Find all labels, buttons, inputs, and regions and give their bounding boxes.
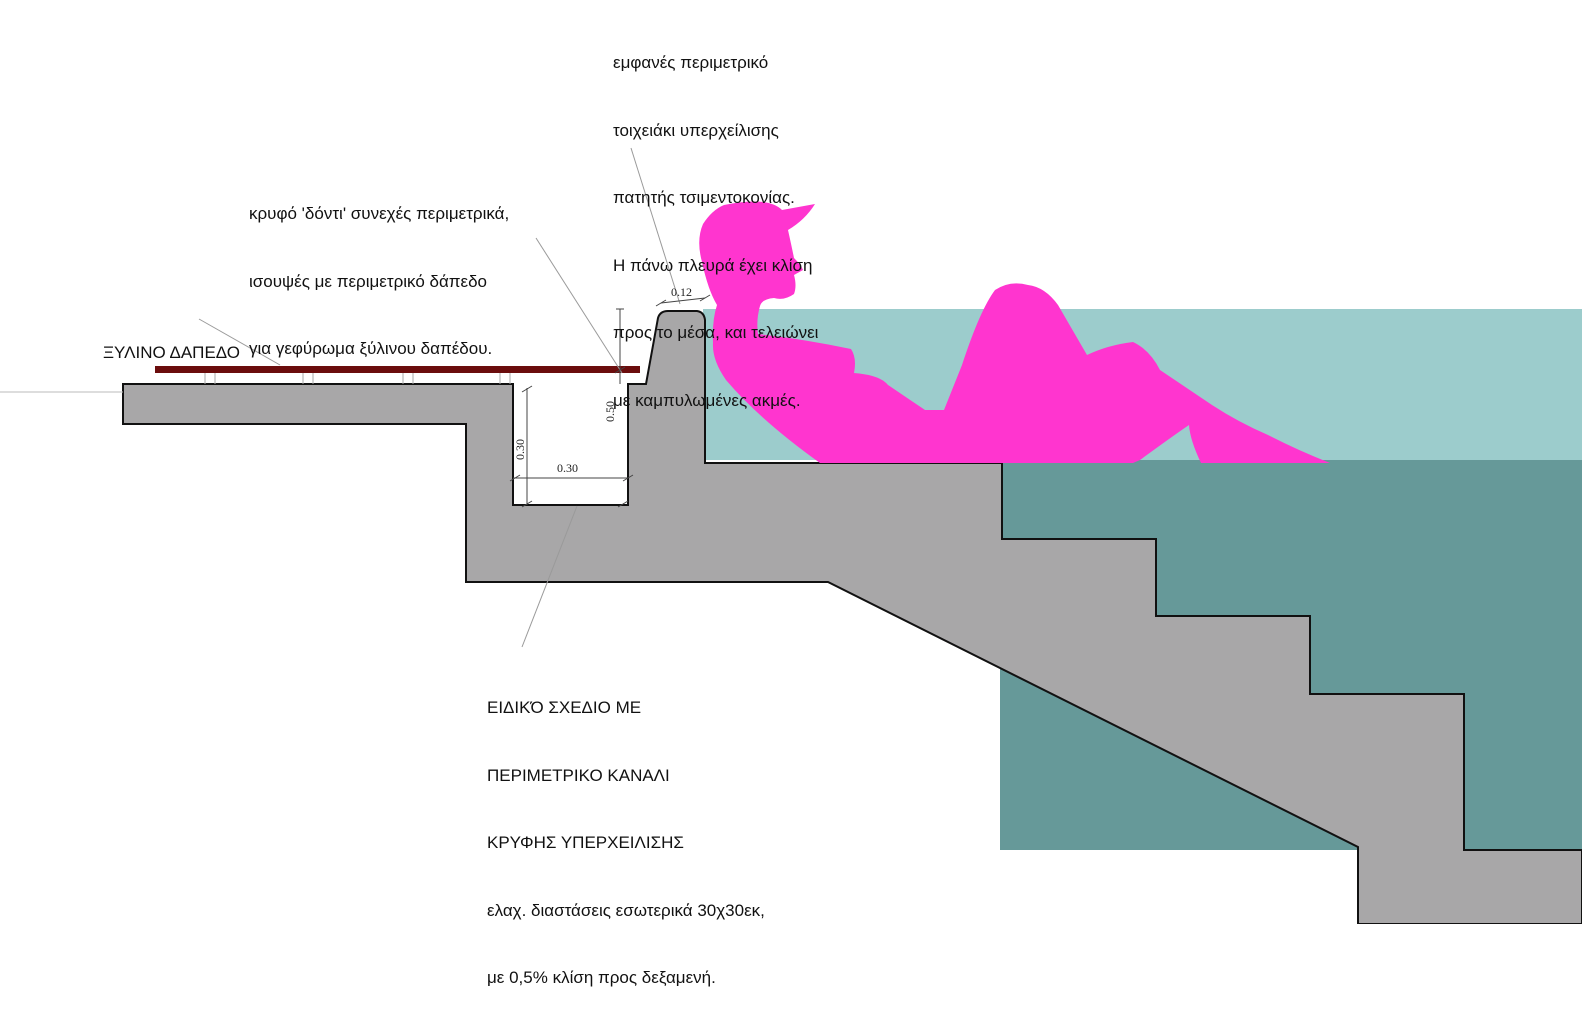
note-line: ελαχ. διαστάσεις εσωτερικά 30χ30εκ, [487, 900, 765, 920]
note-line: ισουψές με περιμετρικό δάπεδο [249, 271, 488, 291]
note-line: με 0,5% κλίση προς δεξαμενή. [487, 968, 716, 987]
note-line: Η πάνω πλευρά έχει κλίση [613, 255, 813, 275]
concrete-structure [122, 310, 1582, 924]
note-line: κρυφό 'δόντι' συνεχές περιμετρικά, [249, 204, 510, 223]
note-line: πατητής τσιμεντοκονίας. [613, 188, 795, 207]
pool-section-drawing: 0.12 0.50 0.30 0.30 [0, 147, 1582, 924]
note-line: ΠΕΡΙΜΕΤΡΙΚΟ ΚΑΝΑΛΙ [487, 765, 670, 785]
dimension-lines [509, 294, 711, 508]
reclining-figure [699, 201, 1330, 463]
deck-supports [204, 373, 511, 384]
dim-channel-width: 0.30 [557, 461, 578, 475]
dim-channel-depth: 0.30 [513, 439, 527, 460]
leader-wood-floor [198, 318, 281, 366]
note-line: εμφανές περιμετρικό [613, 53, 769, 72]
dim-wall-height: 0.50 [603, 401, 617, 422]
note-wood-floor: ΞΥΛΙΝΟ ΔΑΠΕΔΟ [103, 297, 240, 387]
leader-overflow-wall [630, 147, 681, 305]
leader-hidden-tooth [535, 237, 623, 374]
note-line: προς το μέσα, και τελειώνει [613, 323, 819, 342]
note-line: τοιχειάκι υπερχείλισης [613, 120, 779, 140]
note-line: με καμπυλωμένες ακμές. [613, 390, 801, 410]
leader-channel [521, 505, 578, 648]
wood-deck [155, 366, 640, 373]
note-line: ΚΡΥΦΗΣ ΥΠΕΡΧΕΙΛΙΣΗΣ [487, 833, 684, 852]
note-channel: ΕΙΔΙΚΌ ΣΧΕΔΙΟ ΜΕ ΠΕΡΙΜΕΤΡΙΚΟ ΚΑΝΑΛΙ ΚΡΥΦ… [487, 652, 765, 1012]
dim-wall-top-width: 0.12 [671, 285, 692, 299]
note-hidden-tooth: κρυφό 'δόντι' συνεχές περιμετρικά, ισουψ… [249, 158, 509, 383]
note-line: ΕΙΔΙΚΌ ΣΧΕΔΙΟ ΜΕ [487, 698, 642, 717]
note-line: ΞΥΛΙΝΟ ΔΑΠΕΔΟ [103, 343, 241, 362]
leader-lines [198, 147, 681, 648]
note-overflow-wall: εμφανές περιμετρικό τοιχειάκι υπερχείλισ… [613, 7, 818, 435]
note-line: για γεφύρωμα ξύλινου δαπέδου. [249, 339, 493, 358]
